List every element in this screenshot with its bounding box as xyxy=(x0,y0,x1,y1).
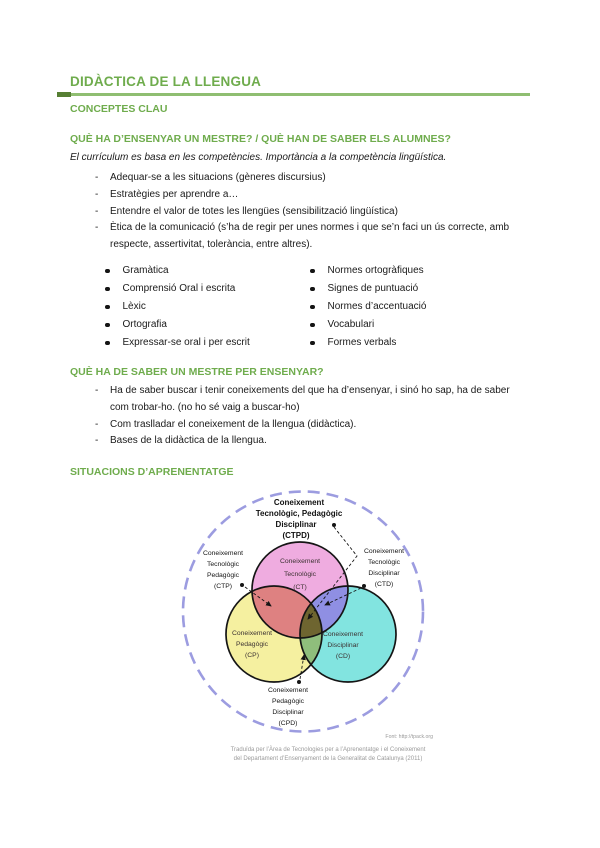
bullet-dot xyxy=(105,340,110,346)
dash-item: -Entendre el valor de totes les llengües… xyxy=(70,204,530,221)
ctpd-label: Coneixement Tecnològic, Pedagògic Discip… xyxy=(256,498,343,540)
bullet-item: Ortografia xyxy=(105,316,310,334)
pedagogic-circle-outline xyxy=(225,585,323,684)
svg-text:Pedagògic: Pedagògic xyxy=(236,641,269,648)
ctp-leader-arrow xyxy=(244,586,272,607)
section2-heading: QUÈ HA DE SABER UN MESTRE PER ENSENYAR? xyxy=(70,365,324,378)
title-rule xyxy=(57,92,530,97)
svg-text:(CD): (CD) xyxy=(336,653,350,660)
dash-item: -Ètica de la comunicació (s’ha de regir … xyxy=(70,220,530,254)
svg-text:Pedagògic: Pedagògic xyxy=(272,698,305,705)
bullet-item: Vocabulari xyxy=(310,316,530,334)
bullet-dot xyxy=(310,304,315,310)
bullet-item: Normes d’accentuació xyxy=(310,298,530,316)
bullet-item: Normes ortogràfiques xyxy=(310,262,530,280)
section1-dash-list: -Adequar-se a les situacions (gèneres di… xyxy=(70,170,530,254)
bullet-item: Signes de puntuació xyxy=(310,280,530,298)
dash-marker: - xyxy=(95,384,99,396)
ctpd-leader-arrow xyxy=(307,526,358,620)
title-rule-dark-segment xyxy=(57,92,71,97)
bullet-item: Lèxic xyxy=(105,298,310,316)
ctp-label: Coneixement Tecnològic Pedagògic (CTP) xyxy=(203,550,243,590)
cpd-label: Coneixement Pedagògic Disciplinar (CPD) xyxy=(268,687,308,727)
svg-text:(CTP): (CTP) xyxy=(214,583,232,590)
svg-text:Disciplinar: Disciplinar xyxy=(368,570,400,577)
bullet-dot xyxy=(105,286,110,292)
figure-caption-line1: Traduïda per l’Àrea de Tecnologies per a… xyxy=(231,746,426,753)
svg-text:(CT): (CT) xyxy=(293,584,307,591)
svg-text:(CPD): (CPD) xyxy=(279,720,298,727)
dash-marker: - xyxy=(95,188,99,200)
dash-item: -Adequar-se a les situacions (gèneres di… xyxy=(70,170,530,187)
svg-text:Tecnològic: Tecnològic xyxy=(207,561,240,568)
ctd-label: Coneixement Tecnològic Disciplinar (CTD) xyxy=(364,548,404,588)
tecnologic-circle-outline xyxy=(251,541,349,640)
svg-text:Tecnològic: Tecnològic xyxy=(284,571,317,578)
section1-heading: QUÈ HA D’ENSENYAR UN MESTRE? / QUÈ HAN D… xyxy=(70,133,451,145)
svg-text:(CP): (CP) xyxy=(245,652,259,659)
figure-source: Font: http://tpack.org xyxy=(385,734,433,740)
svg-text:(CTD): (CTD) xyxy=(375,581,394,588)
svg-text:Disciplinar: Disciplinar xyxy=(272,709,304,716)
svg-text:Coneixement: Coneixement xyxy=(280,558,320,565)
svg-text:Disciplinar: Disciplinar xyxy=(276,520,317,529)
bullet-grid: Gramàtica Normes ortogràfiques Comprensi… xyxy=(105,262,530,352)
ctd-overlap xyxy=(300,586,348,639)
bullet-dot xyxy=(105,304,110,310)
bullet-dot xyxy=(310,268,315,274)
figure-caption-line2: del Departament d’Ensenyament de la Gene… xyxy=(234,756,423,762)
bullet-dot xyxy=(105,322,110,328)
svg-text:Tecnològic, Pedagògic: Tecnològic, Pedagògic xyxy=(256,509,343,518)
bullet-item: Gramàtica xyxy=(105,262,310,280)
ctd-anchor-dot xyxy=(362,584,366,589)
bullet-item: Expressar-se oral i per escrit xyxy=(105,334,310,352)
section2-dash-list: -Ha de saber buscar i tenir coneixements… xyxy=(70,383,530,450)
dash-item: -Ha de saber buscar i tenir coneixements… xyxy=(70,383,530,417)
section1-intro: El currículum es basa en les competèncie… xyxy=(70,152,447,163)
svg-text:Coneixement: Coneixement xyxy=(364,548,404,555)
bullet-dot xyxy=(310,340,315,346)
bullet-item: Formes verbals xyxy=(310,334,530,352)
bullet-item: Comprensió Oral i escrita xyxy=(105,280,310,298)
tpack-figure: Coneixement Tecnològic, Pedagògic Discip… xyxy=(170,487,450,779)
svg-text:Coneixement: Coneixement xyxy=(268,687,308,694)
svg-text:Coneixement: Coneixement xyxy=(323,631,363,638)
cp-circle-label: Coneixement Pedagògic (CP) xyxy=(232,630,272,659)
tpack-venn-diagram: Coneixement Tecnològic, Pedagògic Discip… xyxy=(181,490,433,762)
svg-text:Tecnològic: Tecnològic xyxy=(368,559,401,566)
dash-item: -Com traslladar el coneixement de la lle… xyxy=(70,417,530,434)
dash-item: -Bases de la didàctica de la llengua. xyxy=(70,433,530,450)
ctpd-anchor-dot xyxy=(332,523,336,528)
bullet-dot xyxy=(310,322,315,328)
ctp-anchor-dot xyxy=(240,583,244,588)
ct-circle-label: Coneixement Tecnològic (CT) xyxy=(280,558,320,591)
title-rule-light-segment xyxy=(71,93,530,96)
dash-marker: - xyxy=(95,205,99,217)
bullet-dot xyxy=(105,268,110,274)
section3-heading: SITUACIONS D’APRENENTATGE xyxy=(70,466,234,479)
context-dashed-circle xyxy=(181,490,425,733)
subtitle-conceptes-clau: CONCEPTES CLAU xyxy=(70,103,168,115)
svg-text:Coneixement: Coneixement xyxy=(203,550,243,557)
dash-item: -Estratègies per aprendre a… xyxy=(70,187,530,204)
svg-text:(CTPD): (CTPD) xyxy=(282,531,309,540)
dash-marker: - xyxy=(95,435,99,447)
dash-marker: - xyxy=(95,418,99,430)
cpd-anchor-dot xyxy=(297,680,301,685)
svg-text:Coneixement: Coneixement xyxy=(274,498,325,507)
ctd-leader-arrow xyxy=(324,587,362,606)
page-title: DIDÀCTICA DE LA LLENGUA xyxy=(70,74,262,89)
svg-text:Coneixement: Coneixement xyxy=(232,630,272,637)
dash-marker: - xyxy=(95,172,99,183)
svg-text:Pedagògic: Pedagògic xyxy=(207,572,240,579)
cd-circle-label: Coneixement Disciplinar (CD) xyxy=(323,631,363,660)
dash-marker: - xyxy=(95,222,99,234)
svg-text:Disciplinar: Disciplinar xyxy=(327,642,359,649)
cpd-leader-arrow xyxy=(299,654,306,680)
bullet-dot xyxy=(310,286,315,292)
